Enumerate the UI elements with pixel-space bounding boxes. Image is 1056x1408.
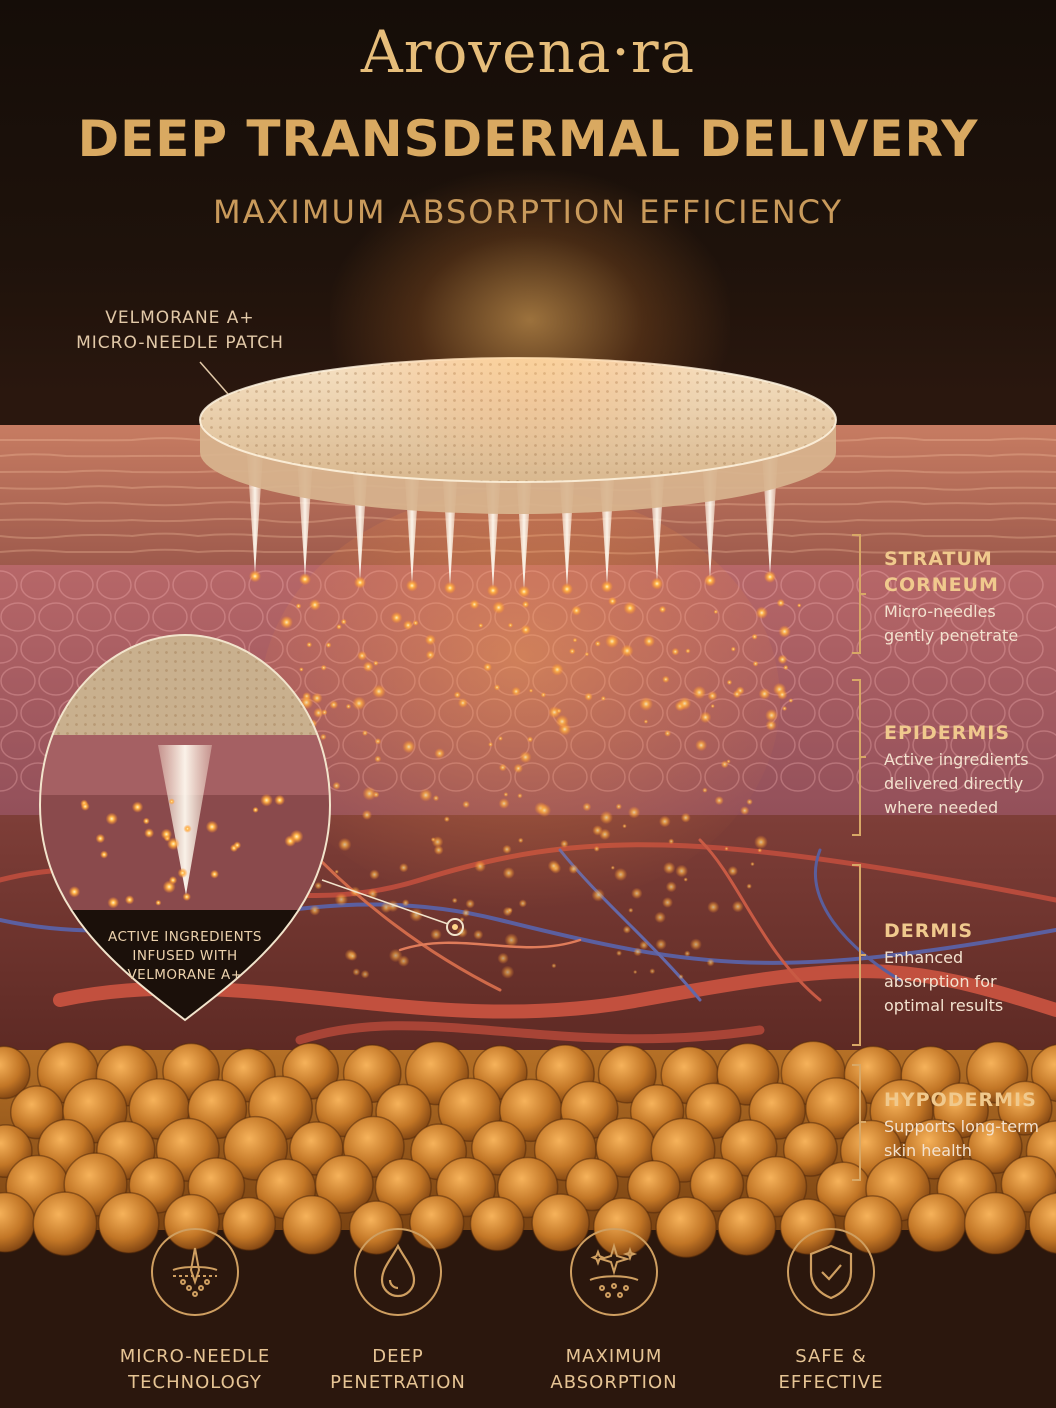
shield-check-icon [787,1228,875,1316]
feature-label: SAFE &EFFECTIVE [778,1346,884,1393]
layer-title: EPIDERMIS [884,722,1011,744]
inset-caption: ACTIVE INGREDIENTS INFUSED WITH VELMORAN… [108,929,262,983]
micro-needle-skin-icon [151,1228,239,1316]
layer-title: HYPODERMIS [884,1089,1037,1111]
layer-brackets [852,534,866,1181]
droplet-icon [354,1228,442,1316]
brand-logo: Arovena·ra [360,18,696,86]
headline: DEEP TRANSDERMAL DELIVERY [77,110,979,168]
subheadline: MAXIMUM ABSORPTION EFFICIENCY [213,193,843,231]
patch-label: VELMORANE A+ MICRO-NEEDLE PATCH [76,308,284,353]
sparkle-skin-icon [570,1228,658,1316]
fat-cells [0,1040,1056,1259]
feature-safe-effective: SAFE &EFFECTIVE [731,1228,931,1396]
micro-needle-patch [199,357,837,514]
layer-title: DERMIS [884,920,974,942]
